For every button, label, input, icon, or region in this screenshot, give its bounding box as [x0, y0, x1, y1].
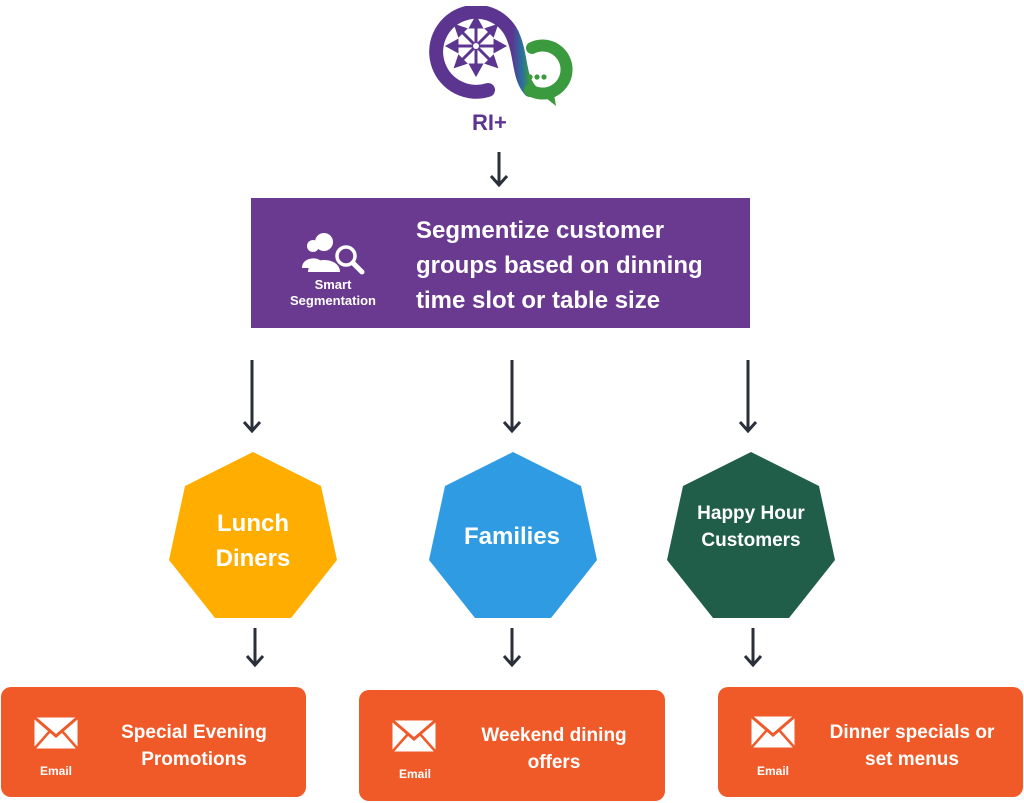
smart-segmentation-icon — [302, 233, 365, 275]
arrow-down-icon — [245, 628, 265, 668]
arrow-down-icon — [242, 360, 262, 434]
segment-label-happy-hour: Happy Hour Customers — [697, 503, 805, 551]
smart-segmentation-label: Smart Segmentation — [290, 277, 376, 308]
campaign-text-evening-promotions: Special Evening Promotions — [121, 722, 267, 770]
arrow-down-icon — [489, 152, 509, 188]
segment-heptagon-lunch — [169, 452, 337, 618]
email-icon — [750, 715, 796, 749]
arrow-down-icon — [502, 360, 522, 434]
campaign-text-dinner-specials: Dinner specials or set menus — [829, 722, 995, 770]
email-label: Email — [398, 767, 431, 781]
email-label: Email — [39, 764, 72, 778]
segmentation-description: Segmentize customer groups based on dinn… — [416, 217, 703, 314]
campaign-text-weekend-offers: Weekend dining offers — [481, 725, 627, 773]
segment-heptagon-families — [429, 452, 597, 618]
arrow-down-icon — [502, 628, 522, 668]
email-icon — [391, 719, 437, 753]
segment-label-families: Families — [463, 523, 561, 550]
ri-plus-logo-icon — [429, 6, 573, 106]
segment-label-lunch-diners: Lunch Diners — [215, 510, 291, 572]
email-label: Email — [756, 764, 789, 778]
arrow-down-icon — [743, 628, 763, 668]
arrow-down-icon — [738, 360, 758, 434]
segment-heptagon-happy-hour — [667, 452, 835, 618]
email-icon — [33, 716, 79, 750]
logo-text: RI+ — [472, 110, 507, 135]
